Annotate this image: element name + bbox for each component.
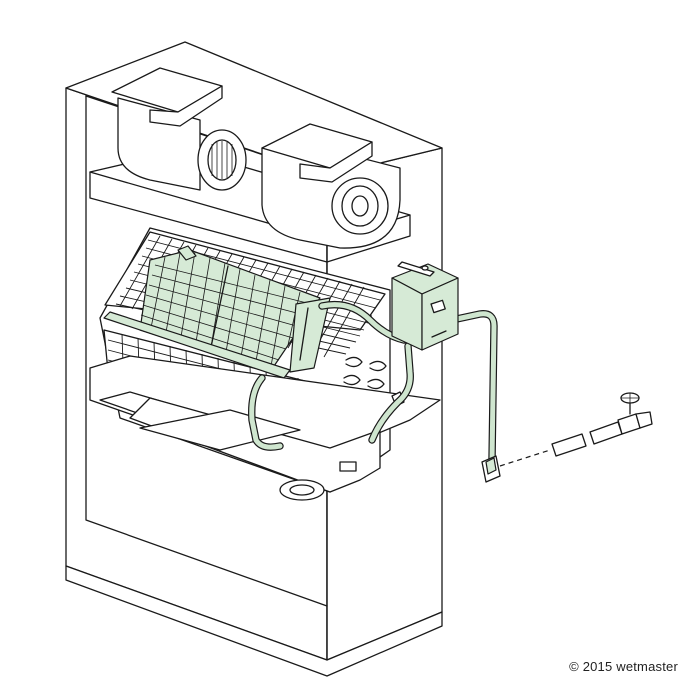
copyright-text: © 2015 wetmaster [569, 659, 678, 674]
controller-box-front [421, 277, 459, 351]
drain-pan [89, 355, 441, 501]
blower-section [89, 67, 411, 263]
supply-line [449, 311, 497, 463]
feed-tube-side [369, 343, 413, 443]
dashed-pipe [499, 449, 551, 467]
media-frame-side [289, 297, 331, 373]
controller-mount-bracket [397, 261, 435, 277]
humidifier-tubing [248, 300, 498, 464]
humidifier-media-mesh [139, 251, 316, 373]
drain-outlet [339, 461, 357, 472]
controller-switch [430, 299, 446, 314]
water-supply [481, 392, 653, 483]
humidifier-controller-box [391, 261, 459, 351]
cabinet-inner-edge [85, 95, 328, 607]
pipe-segment [551, 433, 587, 457]
drain-tube [249, 375, 283, 450]
